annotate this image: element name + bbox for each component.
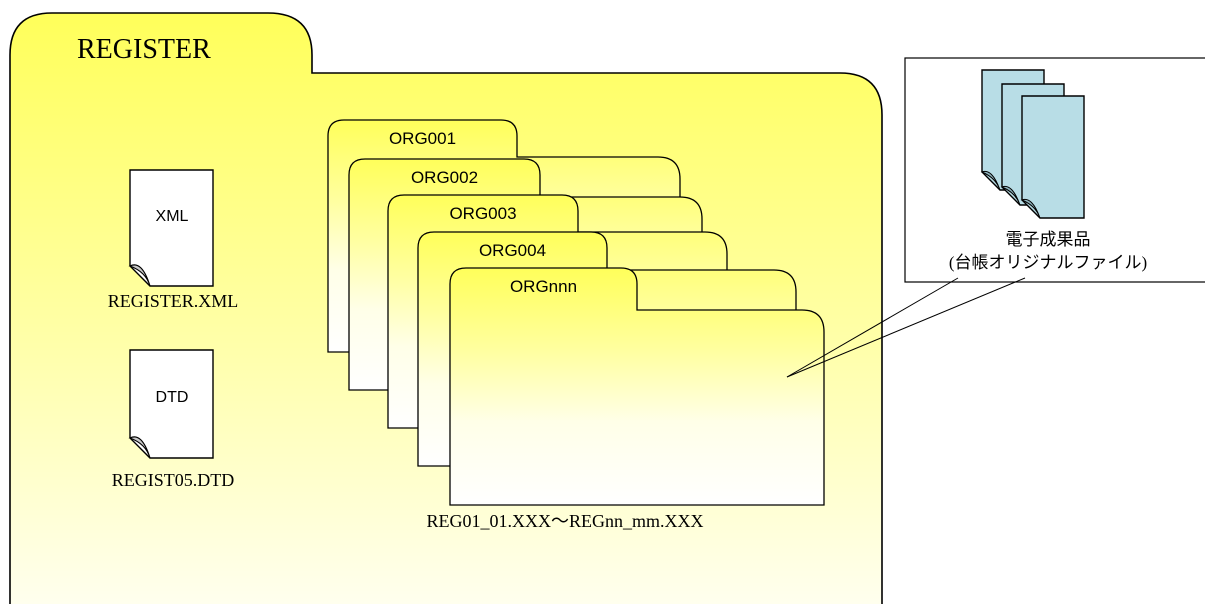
org-folder-label: ORG001 (389, 129, 456, 148)
org-folder-shape (449, 267, 825, 506)
dtd-file-icon: DTD (128, 349, 214, 459)
callout-line-2: (台帳オリジナルファイル) (949, 253, 1147, 272)
callout: 電子成果品 (台帳オリジナルファイル) (904, 57, 1205, 283)
callout-line-1: 電子成果品 (1006, 230, 1091, 249)
org-folder-label: ORG004 (479, 241, 546, 260)
org-files-caption: REG01_01.XXX～REGnn_mm.XXX (427, 511, 704, 531)
org-folder-label: ORG003 (449, 204, 516, 223)
org-folder-label: ORG002 (411, 168, 478, 187)
org-folder-label: ORGnnn (510, 277, 577, 296)
xml-file-icon: XML (128, 169, 214, 287)
xml-file-fold-icon (128, 264, 151, 287)
dtd-file-fold-icon (128, 436, 151, 459)
documents-icon (980, 69, 1085, 219)
org-folder: ORGnnn (449, 267, 825, 506)
dtd-file-icon-label: DTD (156, 389, 189, 406)
callout-pointer (786, 277, 1026, 378)
dtd-filename: REGIST05.DTD (112, 470, 235, 490)
xml-filename: REGISTER.XML (108, 291, 239, 311)
register-folder-title: REGISTER (77, 34, 211, 65)
xml-file-icon-label: XML (156, 208, 189, 225)
